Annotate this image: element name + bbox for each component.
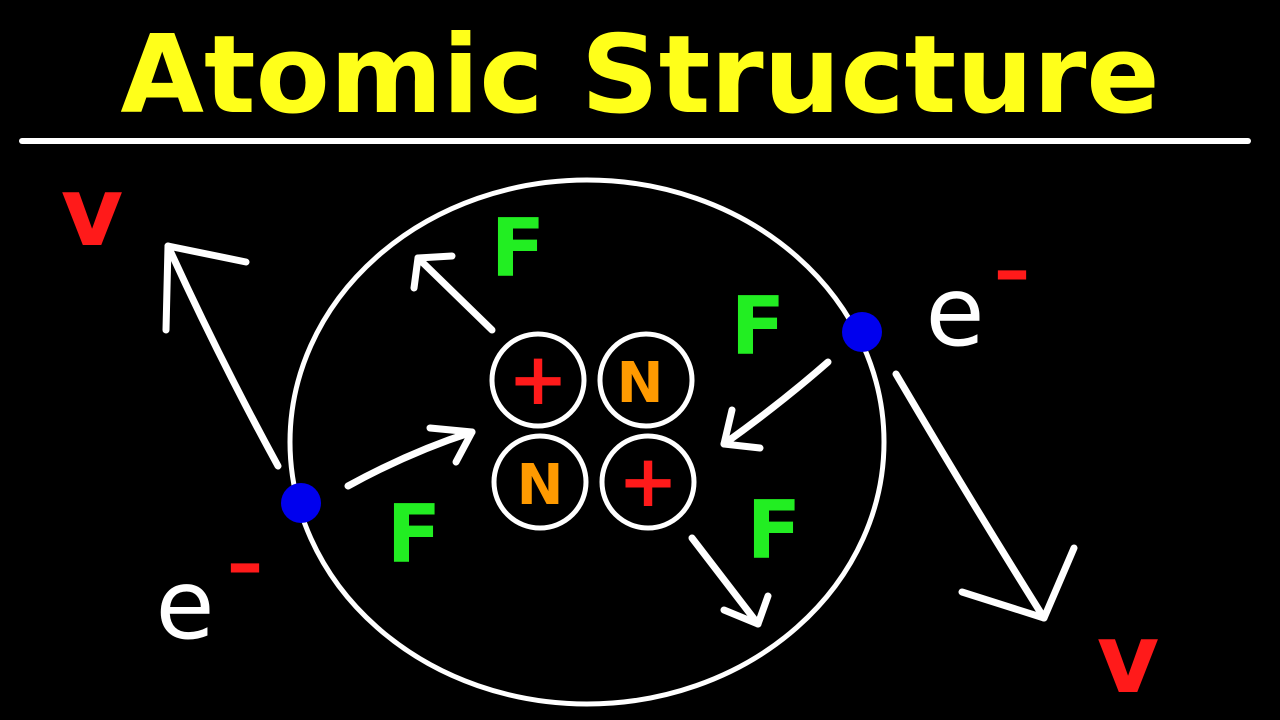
page-title: Atomic Structure [120, 13, 1159, 138]
velocity-label-bottom-right: v [1097, 603, 1160, 715]
neutron-circle-top-right [597, 331, 695, 429]
proton-circle-top-left [489, 331, 587, 429]
atom-boundary [287, 177, 887, 707]
nucleus: + N N + [489, 331, 697, 531]
force-arrow-left [344, 424, 476, 490]
neutron-label-top-right: N [617, 351, 664, 416]
neutron-label-bottom-left: N [517, 453, 564, 518]
proton-label-bottom-right: + [618, 439, 678, 523]
velocity-arrow-right [892, 370, 1078, 622]
force-label-right-lower: F [747, 484, 802, 577]
force-label-top: F [491, 202, 546, 295]
force-label-left-lower: F [387, 488, 442, 581]
velocity-label-top-left: v [61, 156, 124, 268]
force-arrow-right [720, 358, 832, 452]
electron-dot-left [281, 483, 321, 523]
proton-label-top-left: + [508, 337, 568, 421]
electron-charge-left: – [227, 521, 263, 605]
electron-label-right: e [925, 256, 984, 368]
force-arrow-bottom [688, 534, 772, 628]
force-arrow-top [410, 252, 496, 334]
proton-circle-bottom-right [599, 433, 697, 531]
electron-dot-right [842, 312, 882, 352]
electron-charge-right: – [994, 228, 1030, 312]
velocity-arrow-left [162, 242, 282, 470]
force-label-right-upper: F [731, 280, 786, 373]
electron-label-left: e [155, 549, 214, 661]
neutron-circle-bottom-left [491, 433, 589, 531]
